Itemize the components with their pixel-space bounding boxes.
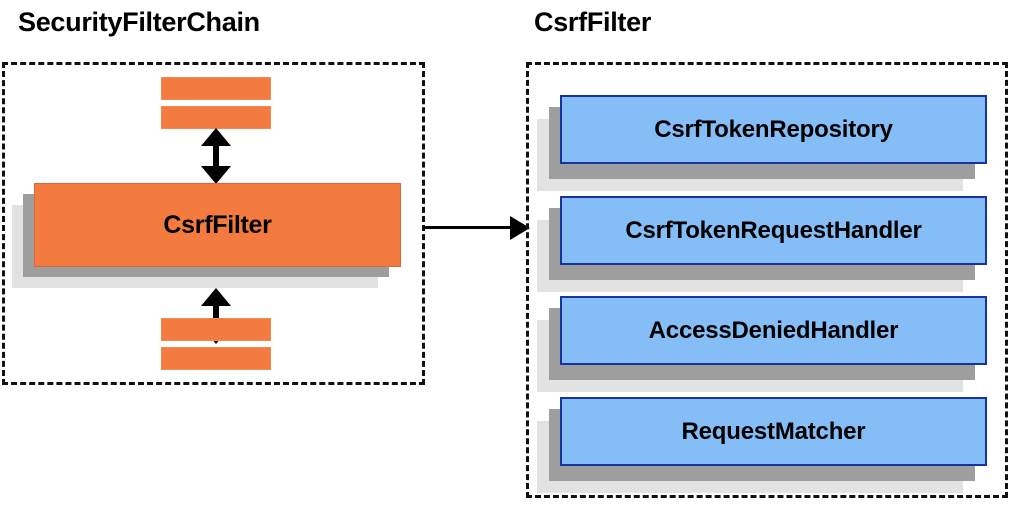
- filter-stub-below-1: [161, 318, 271, 341]
- node-csrf-token-request-handler[interactable]: CsrfTokenRequestHandler: [537, 196, 1009, 292]
- node-label: CsrfTokenRepository: [654, 115, 893, 143]
- filter-stub-above-1: [161, 77, 271, 100]
- filter-stub-below-2: [161, 347, 271, 370]
- node-access-denied-handler[interactable]: AccessDeniedHandler: [537, 296, 1009, 392]
- arrowhead-up-icon: [201, 128, 231, 146]
- node-face: CsrfFilter: [34, 183, 401, 267]
- node-face: RequestMatcher: [560, 397, 987, 466]
- node-face: CsrfTokenRequestHandler: [560, 196, 987, 265]
- node-face: CsrfTokenRepository: [560, 95, 987, 164]
- left-panel-title: SecurityFilterChain: [18, 7, 260, 37]
- arrow-shaft: [213, 138, 219, 174]
- arrow-up-double-headed: [201, 128, 231, 184]
- node-label: CsrfTokenRequestHandler: [625, 216, 922, 244]
- connector-arrow-right: [424, 216, 530, 240]
- right-panel-title: CsrfFilter: [534, 7, 652, 37]
- arrow-shaft: [213, 298, 219, 334]
- node-csrf-token-repository[interactable]: CsrfTokenRepository: [537, 95, 1009, 191]
- csrf-filter-collaborators-container: [526, 62, 1008, 498]
- node-label: AccessDeniedHandler: [648, 316, 899, 344]
- arrowhead-down-icon: [201, 166, 231, 184]
- node-label: CsrfFilter: [163, 210, 272, 239]
- security-filter-chain-container: [2, 62, 425, 385]
- node-csrf-filter[interactable]: CsrfFilter: [12, 183, 402, 290]
- arrow-shaft: [424, 226, 512, 229]
- arrowhead-up-icon: [201, 288, 231, 306]
- node-label: RequestMatcher: [681, 417, 866, 445]
- filter-stub-above-2: [161, 106, 271, 129]
- node-request-matcher[interactable]: RequestMatcher: [537, 397, 1009, 493]
- arrowhead-right-icon: [510, 216, 530, 240]
- node-face: AccessDeniedHandler: [560, 296, 987, 365]
